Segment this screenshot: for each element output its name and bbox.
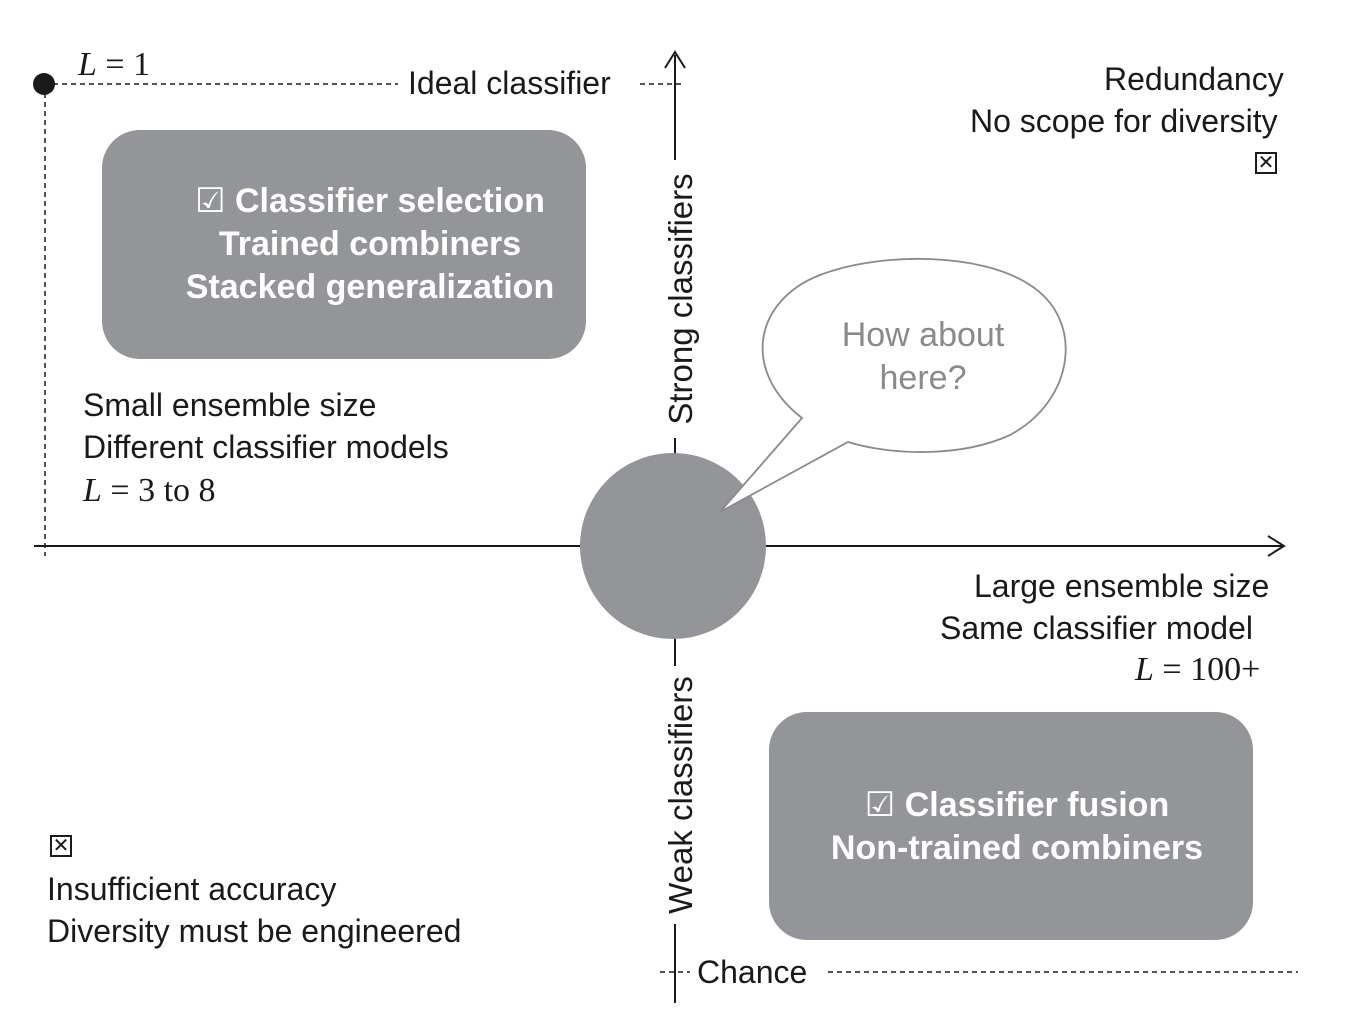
classifier-fusion-box: ☑ Classifier fusion Non-trained combiner… xyxy=(769,712,1253,940)
vertical-axis-arrowhead xyxy=(664,50,686,69)
ideal-l-label: L = 1 xyxy=(78,46,151,83)
trained-combiners-line: Trained combiners xyxy=(218,225,522,263)
check-box-icon: ☑ xyxy=(864,786,896,824)
non-trained-combiners-line: Non-trained combiners xyxy=(830,829,1204,867)
small-ensemble-label: Small ensemble size xyxy=(83,387,377,423)
horizontal-axis-arrowhead xyxy=(1267,535,1286,557)
ideal-point xyxy=(33,73,55,95)
x-box-icon: ✕ xyxy=(1255,152,1277,174)
large-ensemble-label: Large ensemble size xyxy=(974,568,1270,604)
weak-classifiers-label: Weak classifiers xyxy=(662,666,700,924)
ideal-classifier-label: Ideal classifier xyxy=(408,65,611,101)
insufficient-accuracy-label: Insufficient accuracy xyxy=(47,871,337,907)
same-model-label: Same classifier model xyxy=(940,610,1253,646)
chance-label: Chance xyxy=(697,954,808,990)
center-disc xyxy=(580,453,766,639)
classifier-fusion-line: ☑ Classifier fusion xyxy=(864,786,1170,824)
small-l-label: L = 3 to 8 xyxy=(83,472,216,509)
classifier-selection-line: ☑ Classifier selection xyxy=(195,182,545,220)
no-scope-label: No scope for diversity xyxy=(970,103,1278,139)
bubble-text: How about here? xyxy=(841,316,1005,397)
different-models-label: Different classifier models xyxy=(83,429,449,465)
speech-bubble xyxy=(719,257,1067,513)
redundancy-label: Redundancy xyxy=(1104,61,1284,97)
strong-classifiers-label: Strong classifiers xyxy=(662,160,700,438)
check-box-icon: ☑ xyxy=(195,182,226,220)
x-box-icon: ✕ xyxy=(50,835,72,857)
stacked-generalization-line: Stacked generalization xyxy=(185,268,555,306)
diversity-engineered-label: Diversity must be engineered xyxy=(47,913,462,949)
large-l-label: L = 100+ xyxy=(1135,651,1261,688)
classifier-selection-box: ☑ Classifier selection Trained combiners… xyxy=(102,130,586,359)
